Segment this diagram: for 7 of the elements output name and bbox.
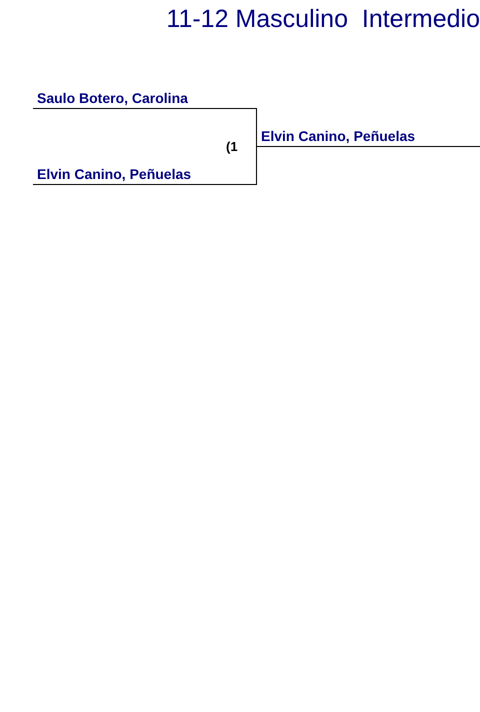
title: 11-12 Masculino Intermedio bbox=[166, 4, 480, 34]
player-name: Elvin Canino, Peñuelas bbox=[37, 166, 192, 182]
bracket-line bbox=[256, 108, 257, 147]
bracket-line bbox=[256, 146, 257, 185]
player-name: Elvin Canino, Peñuelas bbox=[261, 128, 416, 144]
player-name: Saulo Botero, Carolina bbox=[37, 90, 188, 106]
match-number: (1 bbox=[226, 139, 238, 154]
